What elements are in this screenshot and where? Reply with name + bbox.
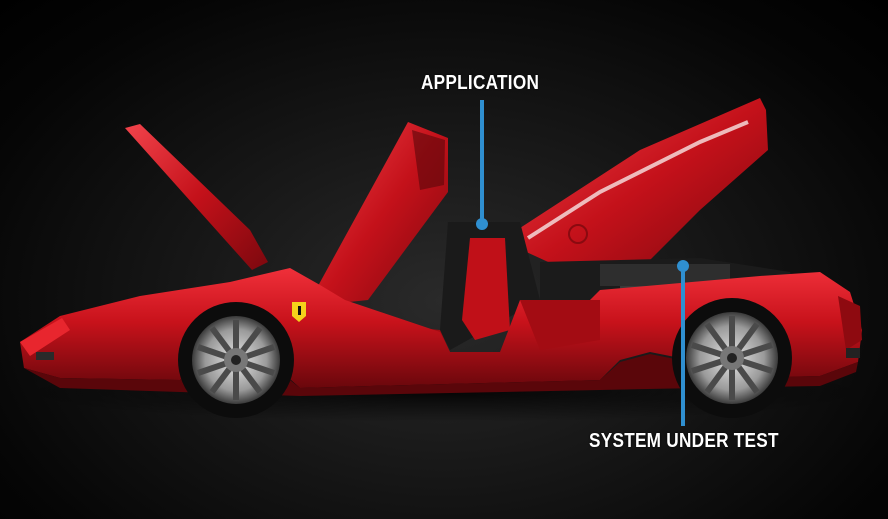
front-wheel [178, 302, 294, 418]
system-under-test-pointer [677, 260, 689, 426]
system-under-test-label: SYSTEM UNDER TEST [589, 430, 779, 452]
rear-engine-cover [520, 98, 768, 272]
car-body [20, 268, 862, 388]
left-door [318, 122, 448, 304]
front-hood [125, 124, 268, 270]
seat [462, 238, 510, 340]
rear-wheel [672, 298, 792, 418]
application-pointer [476, 100, 488, 230]
application-label: APPLICATION [421, 72, 540, 94]
